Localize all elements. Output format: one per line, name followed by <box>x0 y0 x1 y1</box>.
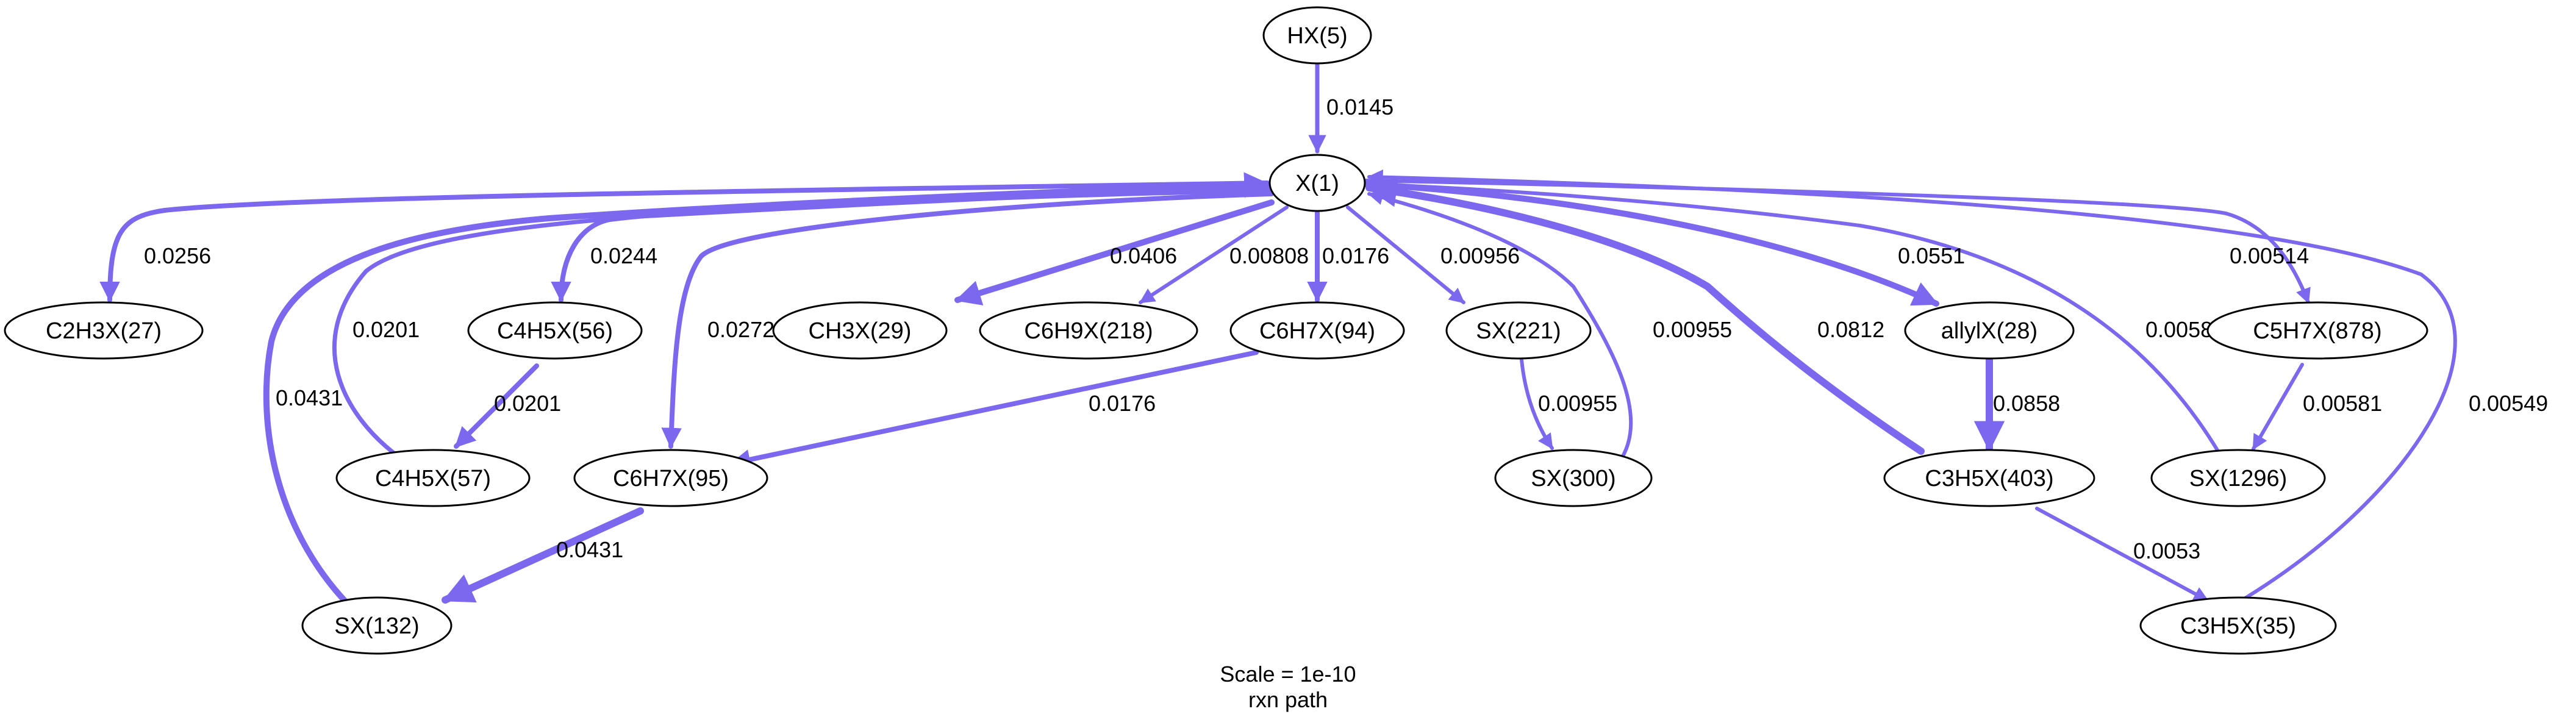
node-c5h7x878: C5H7X(878) <box>2206 301 2428 360</box>
svg-text:C6H9X(218): C6H9X(218) <box>1024 318 1153 344</box>
edge-label-c3h5x403-x1: 0.0812 <box>1817 317 1884 342</box>
svg-text:C3H5X(403): C3H5X(403) <box>1925 466 2053 491</box>
edge-label-allylx28-c3h5x403: 0.0858 <box>1993 391 2060 416</box>
edge-label-c5h7x878-sx1296: 0.00581 <box>2303 391 2382 416</box>
diagram-title: rxn path <box>1248 687 1328 712</box>
svg-text:allylX(28): allylX(28) <box>1941 318 2038 344</box>
edge-labels: 0.0145 0.0256 0.0431 0.0201 0.0244 0.020… <box>144 95 2548 563</box>
edge-label-x1-c6h7x95: 0.0272 <box>707 317 775 342</box>
edge-x1-sx221 <box>1346 205 1465 304</box>
node-c6h7x95: C6H7X(95) <box>573 449 768 507</box>
edge-label-hx5-x1: 0.0145 <box>1326 95 1394 120</box>
edge-x1-c6h7x95 <box>661 191 1274 449</box>
edge-label-c3h5x35-x1: 0.00549 <box>2469 391 2548 416</box>
node-c3h5x35: C3H5X(35) <box>2139 596 2337 655</box>
edge-label-x1-allylx28: 0.0551 <box>1898 243 1965 268</box>
svg-text:C3H5X(35): C3H5X(35) <box>2180 613 2296 639</box>
edge-label-x1-c6h9x218: 0.00808 <box>1229 243 1309 268</box>
edge-label-x1-sx221: 0.00956 <box>1440 243 1520 268</box>
edge-label-x1-ch3x29: 0.0406 <box>1110 243 1177 268</box>
nodes: HX(5) X(1) C2H3X(27) C4H5X(56) CH3X(29) … <box>4 6 2428 655</box>
edge-x1-ch3x29 <box>954 199 1275 305</box>
node-sx1296: SX(1296) <box>2150 449 2326 507</box>
svg-text:SX(1296): SX(1296) <box>2189 466 2288 491</box>
node-c4h5x57: C4H5X(57) <box>335 449 531 507</box>
node-c4h5x56: C4H5X(56) <box>467 301 643 360</box>
edge-label-c6h7x95-sx132: 0.0431 <box>556 537 623 562</box>
node-sx300: SX(300) <box>1494 449 1653 507</box>
edge-c6h7x95-sx132 <box>442 507 644 604</box>
svg-text:C4H5X(57): C4H5X(57) <box>375 466 491 491</box>
svg-text:C4H5X(56): C4H5X(56) <box>497 318 613 344</box>
edge-label-x1-c6h7x94: 0.0176 <box>1322 243 1389 268</box>
svg-text:C5H7X(878): C5H7X(878) <box>2253 318 2381 344</box>
edge-sx1296-x1 <box>1367 177 2222 456</box>
node-c6h7x94: C6H7X(94) <box>1229 301 1405 360</box>
edge-c5h7x878-sx1296 <box>2252 363 2304 451</box>
node-sx132: SX(132) <box>301 596 453 655</box>
node-ch3x29: CH3X(29) <box>772 301 948 360</box>
edge-label-c3h5x403-c3h5x35: 0.0053 <box>2133 538 2200 563</box>
node-c2h3x27: C2H3X(27) <box>4 301 204 360</box>
edge-label-sx300-x1: 0.00955 <box>1653 317 1732 342</box>
edge-label-x1-c2h3x27: 0.0256 <box>144 243 211 268</box>
edge-label-sx221-sx300: 0.00955 <box>1538 391 1617 416</box>
edge-label-x1-c4h5x56: 0.0244 <box>590 243 657 268</box>
edge-x1-c4h5x56 <box>551 188 1272 302</box>
svg-text:SX(221): SX(221) <box>1476 318 1561 344</box>
edge-label-c6h7x94-c6h7x95: 0.0176 <box>1089 391 1156 416</box>
edge-sx221-sx300 <box>1520 358 1554 450</box>
edge-x1-c6h9x218 <box>1139 205 1289 304</box>
edge-label-x1-c5h7x878: 0.00514 <box>2230 243 2309 268</box>
svg-text:SX(132): SX(132) <box>334 613 419 639</box>
edge-c3h5x403-c3h5x35 <box>2035 507 2209 602</box>
edges <box>99 60 2457 604</box>
edge-sx132-x1 <box>263 172 1270 604</box>
node-allylx28: allylX(28) <box>1904 301 2075 360</box>
svg-text:HX(5): HX(5) <box>1287 23 1347 49</box>
scale-label: Scale = 1e-10 <box>1220 662 1356 687</box>
edge-c6h7x94-c6h7x95 <box>729 350 1259 470</box>
svg-text:C6H7X(95): C6H7X(95) <box>613 466 729 491</box>
edge-label-sx132-x1: 0.0431 <box>276 385 343 410</box>
edge-x1-c2h3x27 <box>99 180 1270 302</box>
edge-label-c4h5x56-c4h5x57: 0.0201 <box>494 391 561 416</box>
svg-text:SX(300): SX(300) <box>1531 466 1615 491</box>
node-sx221: SX(221) <box>1445 301 1592 360</box>
svg-text:X(1): X(1) <box>1295 171 1339 196</box>
edge-sx300-x1 <box>1367 190 1633 459</box>
svg-text:CH3X(29): CH3X(29) <box>809 318 912 344</box>
svg-text:C2H3X(27): C2H3X(27) <box>46 318 162 344</box>
edge-x1-allylx28 <box>1363 181 1939 307</box>
node-x1: X(1) <box>1268 154 1366 212</box>
edge-c4h5x56-c4h5x57 <box>454 363 539 449</box>
edge-c3h5x403-x1 <box>1365 176 1925 455</box>
node-c6h9x218: C6H9X(218) <box>979 301 1198 360</box>
node-c3h5x403: C3H5X(403) <box>1883 449 2095 507</box>
edge-label-c4h5x57-x1: 0.0201 <box>352 317 420 342</box>
node-hx5: HX(5) <box>1262 6 1372 65</box>
edge-c3h5x35-x1 <box>1367 170 2457 604</box>
svg-text:C6H7X(94): C6H7X(94) <box>1259 318 1375 344</box>
